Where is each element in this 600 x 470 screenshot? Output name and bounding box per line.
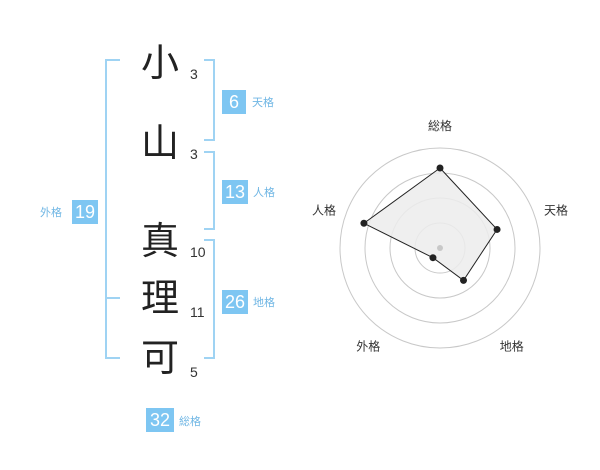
- stroke-count-5: 5: [190, 364, 198, 380]
- name-character-4: 理: [140, 276, 179, 320]
- name-character-5: 可: [140, 336, 179, 380]
- radar-point: [493, 225, 501, 233]
- radar-center-dot: [437, 245, 443, 251]
- jinkaku-bracket: [204, 151, 215, 230]
- chikaku-bracket: [204, 239, 215, 359]
- jinkaku-value-badge: 13: [222, 180, 248, 204]
- soukaku-label: 総格: [179, 415, 201, 428]
- name-character-2: 山: [140, 121, 179, 165]
- stroke-count-2: 3: [190, 146, 198, 162]
- radar-point: [360, 219, 368, 227]
- radar-axis-label: 地格: [500, 339, 524, 354]
- radar-axis-label: 外格: [356, 339, 380, 354]
- gaikaku-value-badge: 19: [72, 200, 98, 224]
- radar-area: [362, 167, 498, 282]
- radar-point: [460, 276, 468, 284]
- tenkaku-value-badge: 6: [222, 90, 246, 114]
- radar-axis-label: 総格: [428, 118, 452, 133]
- name-character-3: 真: [140, 219, 179, 263]
- gaikaku-bracket: [105, 59, 120, 359]
- soukaku-value-badge: 32: [146, 408, 174, 432]
- name-character-1: 小: [140, 41, 179, 85]
- gaikaku-label: 外格: [40, 206, 62, 219]
- tenkaku-label: 天格: [252, 96, 274, 109]
- radar-points: [360, 164, 501, 284]
- radar-point: [436, 164, 444, 172]
- radar-axis-label: 人格: [312, 202, 336, 217]
- stroke-count-4: 11: [190, 304, 205, 320]
- chikaku-value-badge: 26: [222, 290, 248, 314]
- radar-axis-label: 天格: [544, 202, 568, 217]
- stroke-count-3: 10: [190, 244, 206, 260]
- chikaku-label: 地格: [253, 296, 275, 309]
- stroke-count-1: 3: [190, 66, 198, 82]
- tenkaku-bracket: [204, 59, 215, 141]
- radar-point: [429, 254, 437, 262]
- radar-grid-ring: [339, 147, 541, 349]
- jinkaku-label: 人格: [253, 186, 275, 199]
